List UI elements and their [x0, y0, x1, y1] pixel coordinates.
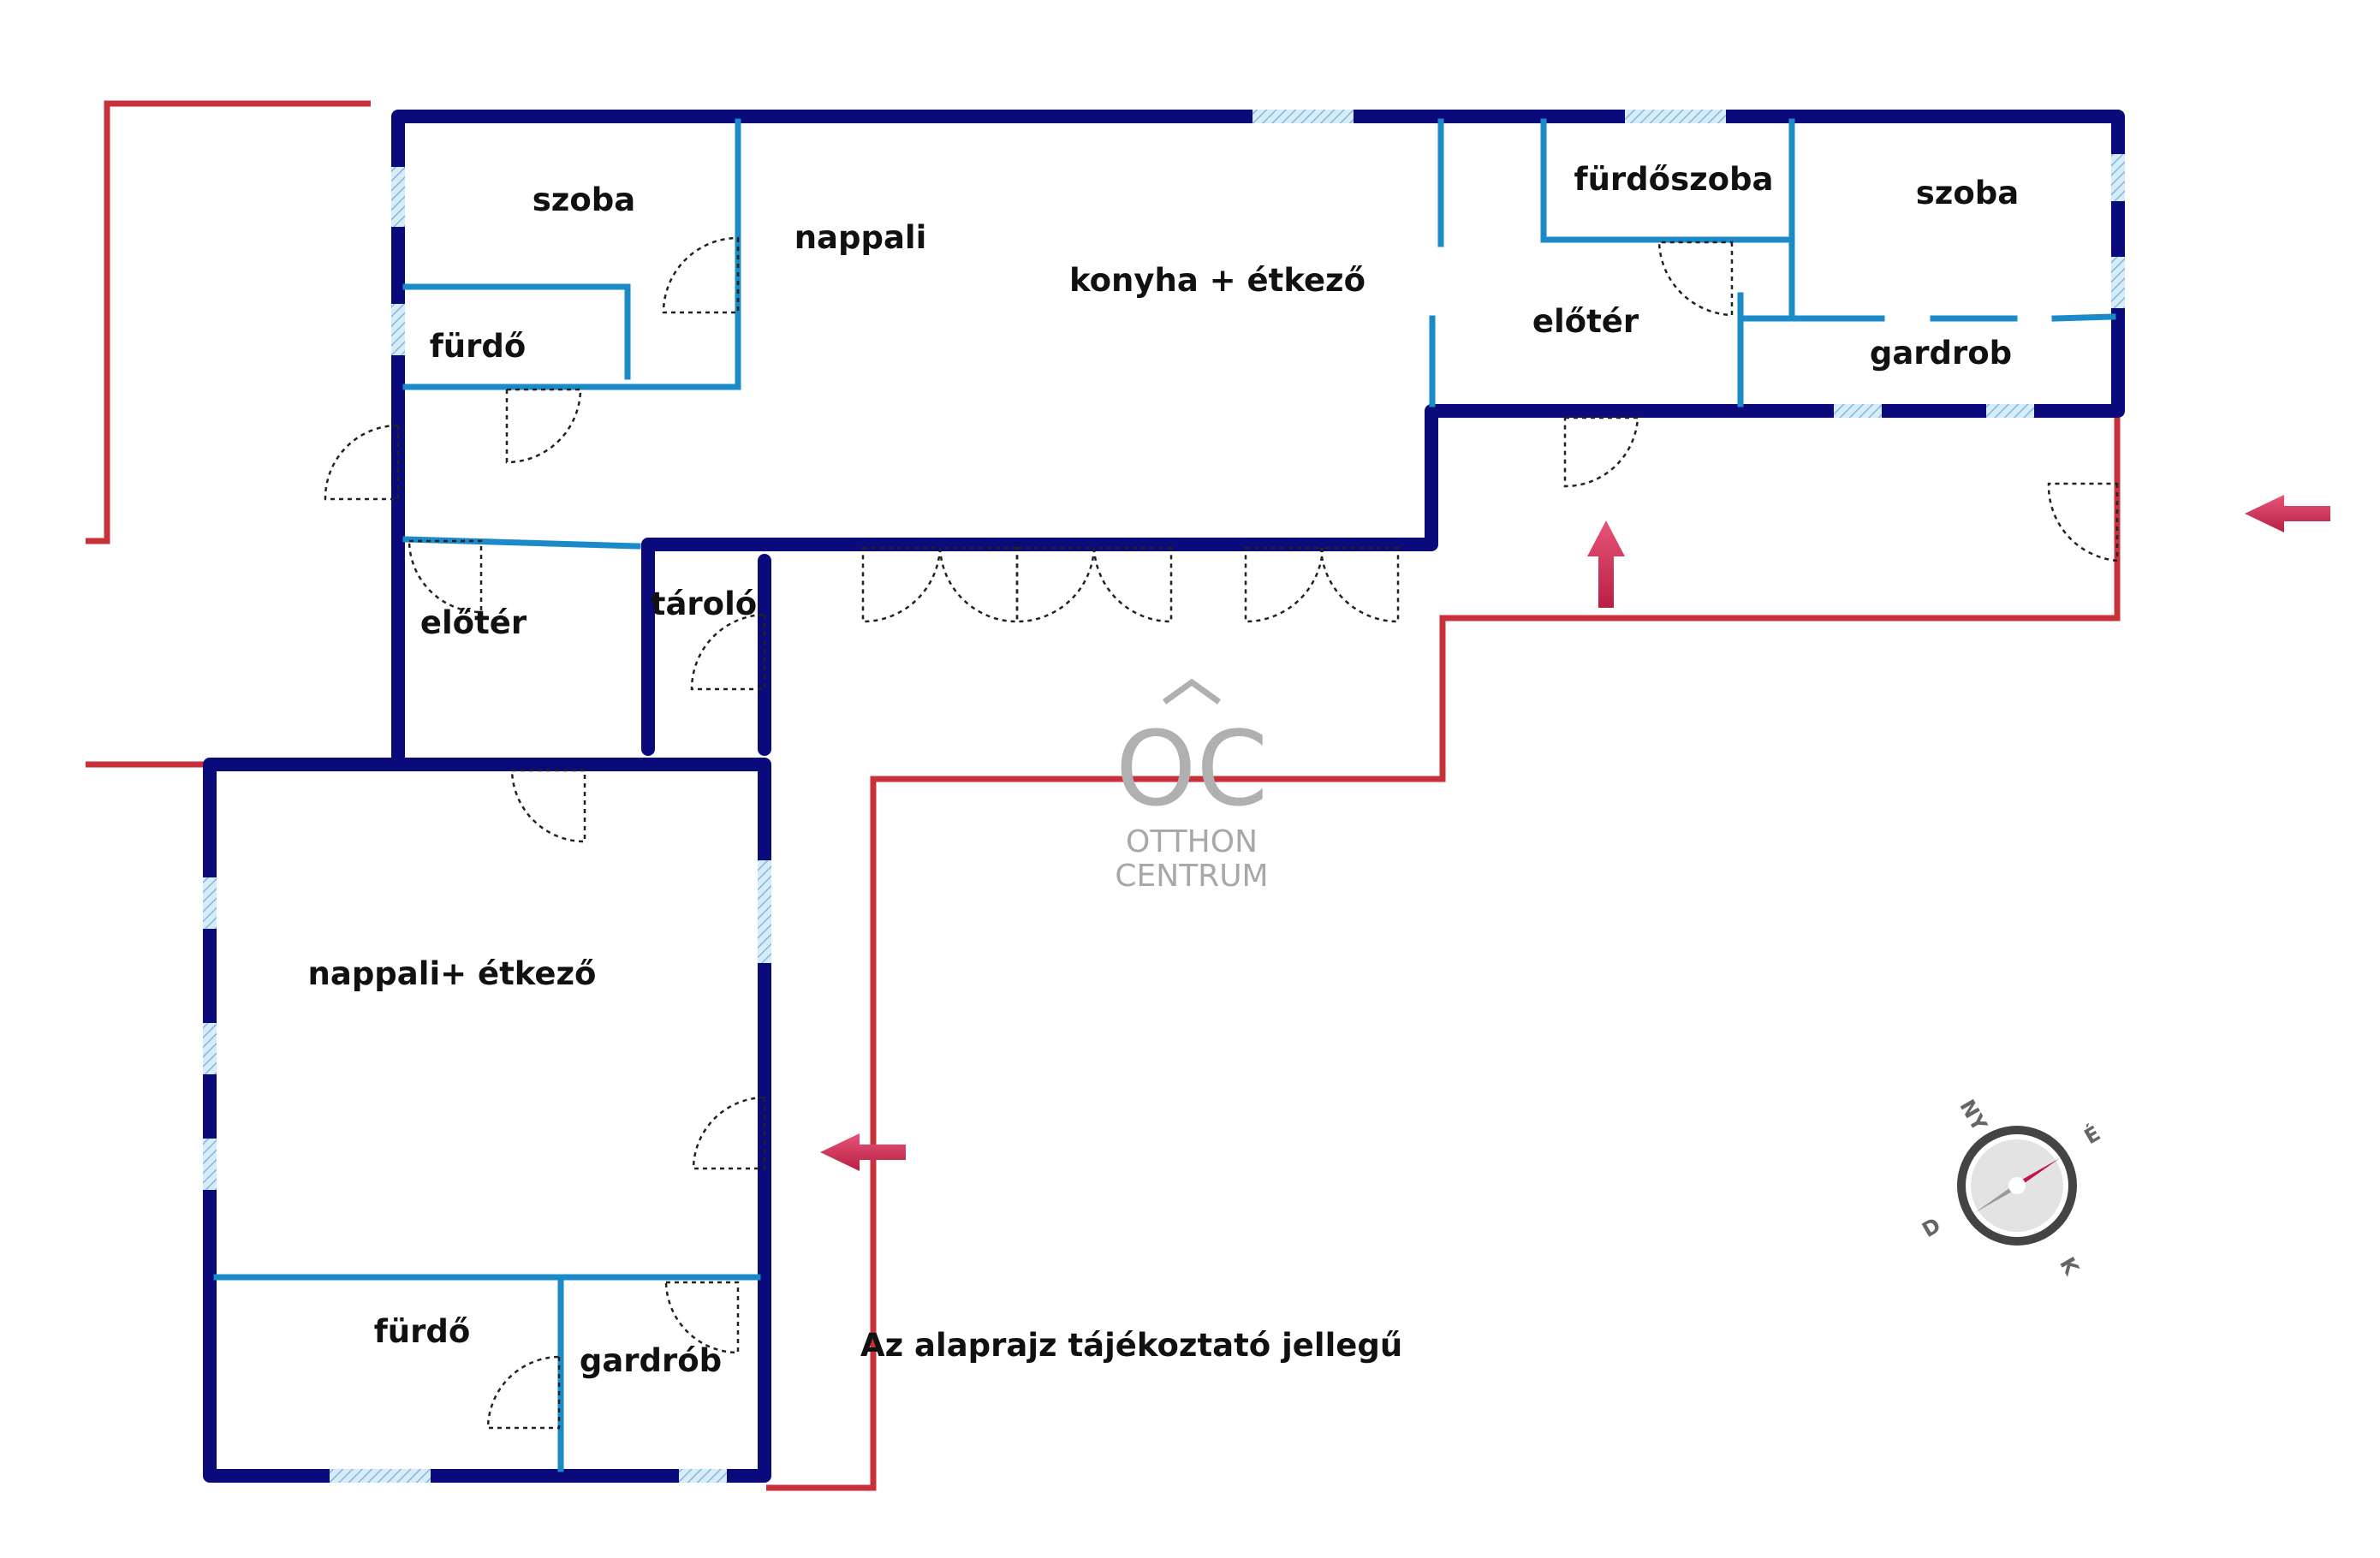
room-label-furdoszoba: fürdőszoba: [1574, 161, 1773, 198]
room-label-nappali: nappali: [794, 219, 927, 256]
doors: [324, 236, 2119, 1430]
room-labels: szoba nappali konyha + étkező fürdőszoba…: [308, 161, 2020, 1379]
compass-label-e: É: [2080, 1121, 2104, 1149]
compass-label-ny: NY: [1955, 1096, 1991, 1136]
outer-walls: [203, 110, 2125, 1483]
room-label-furdo: fürdő: [430, 328, 527, 365]
room-label-eloter: előtér: [1532, 303, 1639, 340]
compass-label-k: K: [2055, 1253, 2084, 1280]
watermark-logo: OC OTTHON CENTRUM: [1115, 678, 1269, 894]
disclaimer-text: Az alaprajz tájékoztató jellegű: [860, 1327, 1402, 1364]
room-label-tarolo: tároló: [651, 586, 757, 622]
entrance-arrow-icon: [1587, 520, 1625, 608]
watermark-line-1: OTTHON: [1126, 824, 1258, 859]
room-label-eloter-2: előtér: [420, 604, 527, 641]
windows: [203, 110, 2125, 1483]
room-label-gardrob: gardrob: [1870, 335, 2012, 372]
room-label-nappali-etkezo: nappali+ étkező: [308, 955, 597, 992]
watermark-line-2: CENTRUM: [1115, 859, 1268, 894]
compass-icon: NY É D K: [1918, 1096, 2104, 1280]
watermark-mark: OC: [1116, 711, 1268, 830]
compass-label-d: D: [1918, 1213, 1944, 1242]
room-label-gardrob-2: gardrób: [580, 1342, 722, 1379]
room-label-szoba-2: szoba: [1916, 175, 2019, 211]
entrance-arrow-icon: [820, 1133, 906, 1171]
room-label-konyha: konyha + étkező: [1069, 262, 1366, 299]
room-label-furdo-2: fürdő: [374, 1313, 471, 1350]
entrance-arrows: [820, 495, 2330, 1171]
plot-boundary: [86, 100, 2121, 1491]
entrance-arrow-icon: [2245, 495, 2330, 532]
room-label-szoba: szoba: [533, 181, 635, 218]
